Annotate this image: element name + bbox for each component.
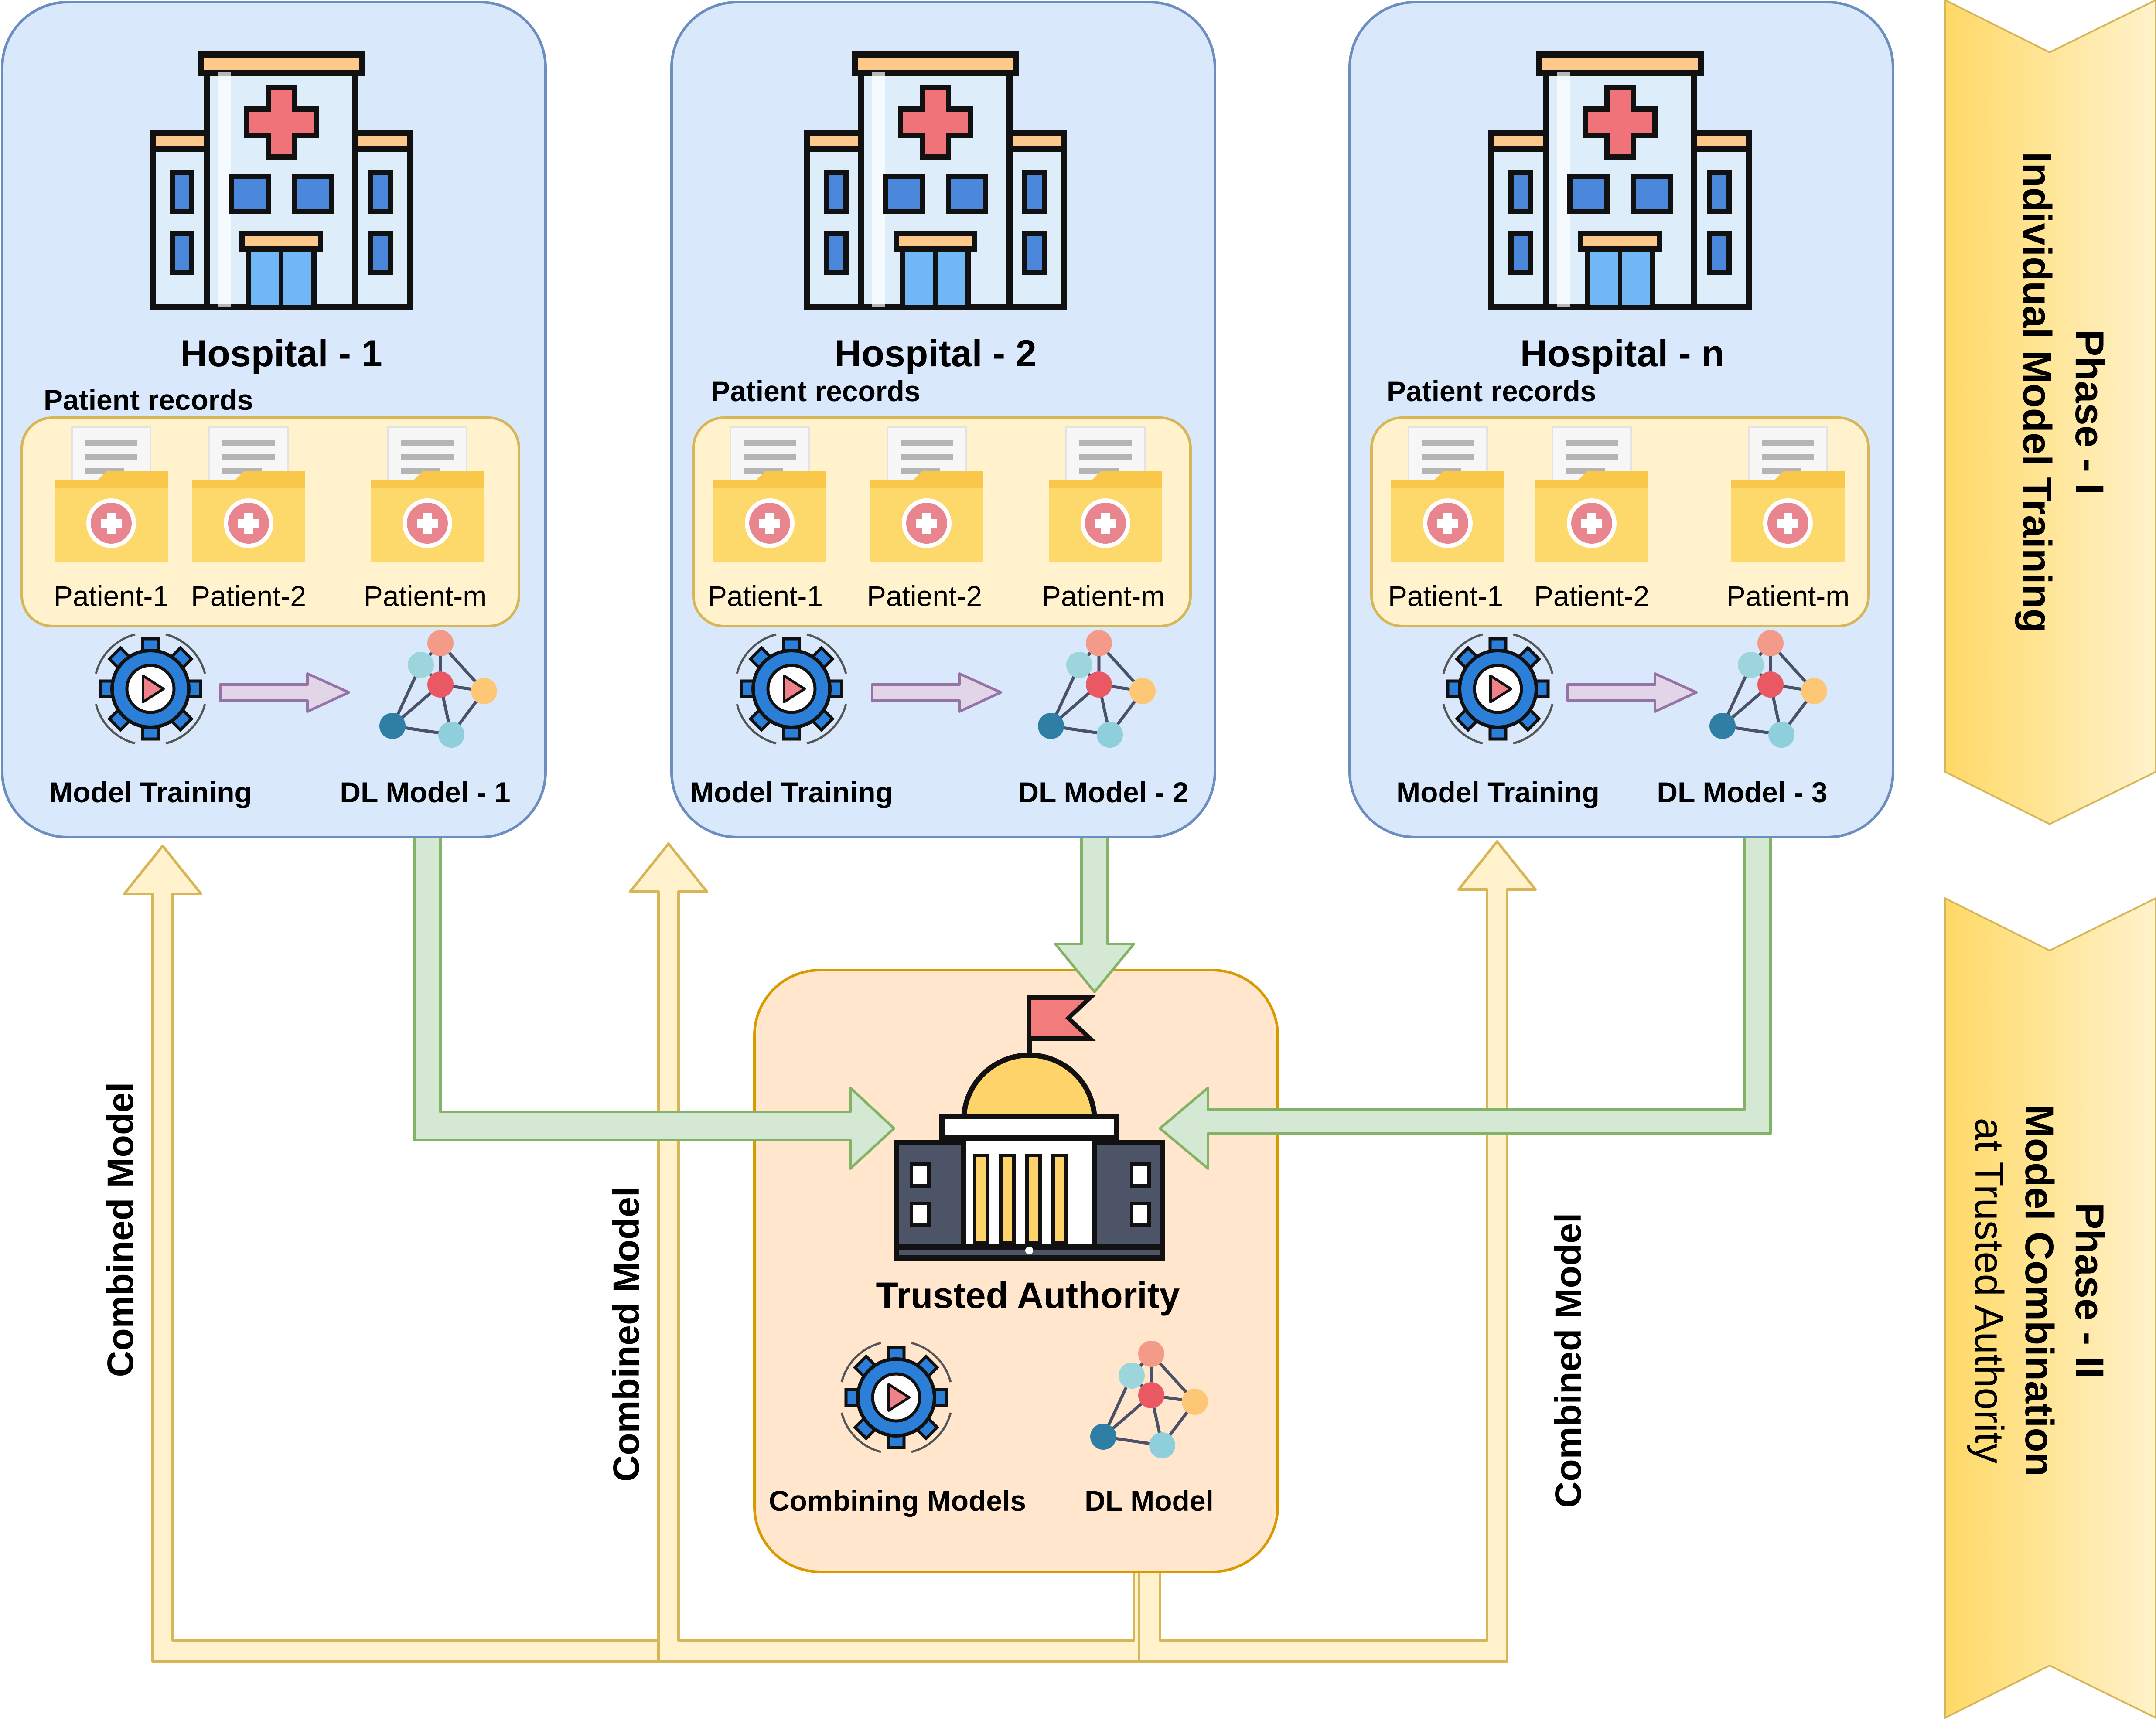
model-training-label: Model Training	[49, 776, 252, 808]
patient-label: Patient-2	[1534, 580, 1649, 612]
upload-arrow-hospital-1	[413, 757, 895, 1170]
combined-model-arrow-3	[1138, 840, 1537, 1663]
patient-records-label: Patient records	[44, 384, 253, 416]
hospital-title: Hospital - n	[1520, 333, 1724, 375]
phase-2-chevron: Phase - II Model Combination at Trusted …	[1944, 896, 2156, 1720]
combined-model-label-3: Combined Model	[1548, 1213, 1589, 1508]
medical-folder-icon	[1049, 427, 1162, 562]
phase-1-chevron: Phase - I Individual Model Training	[1944, 0, 2156, 825]
combined-model-label-1: Combined Model	[100, 1082, 141, 1377]
trusted-authority-box: Trusted Authority Combining Models DL Mo…	[753, 969, 1279, 1573]
patient-records-label: Patient records	[711, 375, 921, 407]
combined-model-label-2: Combined Model	[606, 1187, 647, 1482]
hospital-title: Hospital - 1	[180, 333, 382, 375]
model-training-label: Model Training	[690, 776, 893, 808]
training-arrow	[871, 672, 1002, 713]
hospital-title: Hospital - 2	[834, 333, 1037, 375]
phase-1-subtitle: Individual Model Training	[2015, 152, 2059, 633]
phase-2-subtitle-2: at Trusted Authority	[1967, 1118, 2011, 1464]
patient-label: Patient-2	[867, 580, 982, 612]
medical-folder-icon	[870, 427, 983, 562]
dl-model-label: DL Model - 2	[1018, 776, 1188, 808]
authority-title: Trusted Authority	[876, 1275, 1180, 1316]
authority-combining-label: Combining Models	[769, 1485, 1026, 1517]
phase-2-title: Phase - II	[2067, 1203, 2112, 1379]
patient-label: Patient-1	[708, 580, 823, 612]
model-training-label: Model Training	[1396, 776, 1600, 808]
medical-folder-icon	[1535, 427, 1648, 562]
training-arrow	[219, 672, 350, 713]
patient-label: Patient-m	[1726, 580, 1849, 612]
hospital-2-box: Hospital - 2 Patient records Patient-1 P…	[670, 1, 1216, 838]
phase-2-subtitle: Model Combination	[2017, 1104, 2061, 1476]
medical-folder-icon	[192, 427, 305, 562]
medical-folder-icon	[371, 427, 484, 562]
patient-records-label: Patient records	[1387, 375, 1597, 407]
medical-folder-icon	[713, 427, 826, 562]
patient-label: Patient-2	[191, 580, 306, 612]
patient-label: Patient-m	[1042, 580, 1165, 612]
phase-1-title: Phase - I	[2067, 330, 2112, 494]
dl-model-label: DL Model - 3	[1657, 776, 1827, 808]
patient-label: Patient-1	[54, 580, 169, 612]
hospital-n-box: Hospital - n Patient records Patient-1 P…	[1348, 1, 1894, 838]
medical-folder-icon	[1391, 427, 1504, 562]
combined-model-arrow-1	[123, 845, 1135, 1663]
authority-model-label: DL Model	[1085, 1485, 1214, 1517]
government-building-icon	[894, 995, 1165, 1261]
combined-model-arrows	[123, 840, 1537, 1663]
medical-folder-icon	[1731, 427, 1845, 562]
patient-label: Patient-1	[1388, 580, 1503, 612]
upload-arrow-hospital-n	[1159, 753, 1772, 1170]
medical-folder-icon	[55, 427, 168, 562]
training-arrow	[1566, 672, 1698, 713]
dl-model-label: DL Model - 1	[340, 776, 510, 808]
hospital-1-box: Hospital - 1 Patient records Patient-1 P…	[1, 1, 547, 838]
patient-label: Patient-m	[364, 580, 487, 612]
